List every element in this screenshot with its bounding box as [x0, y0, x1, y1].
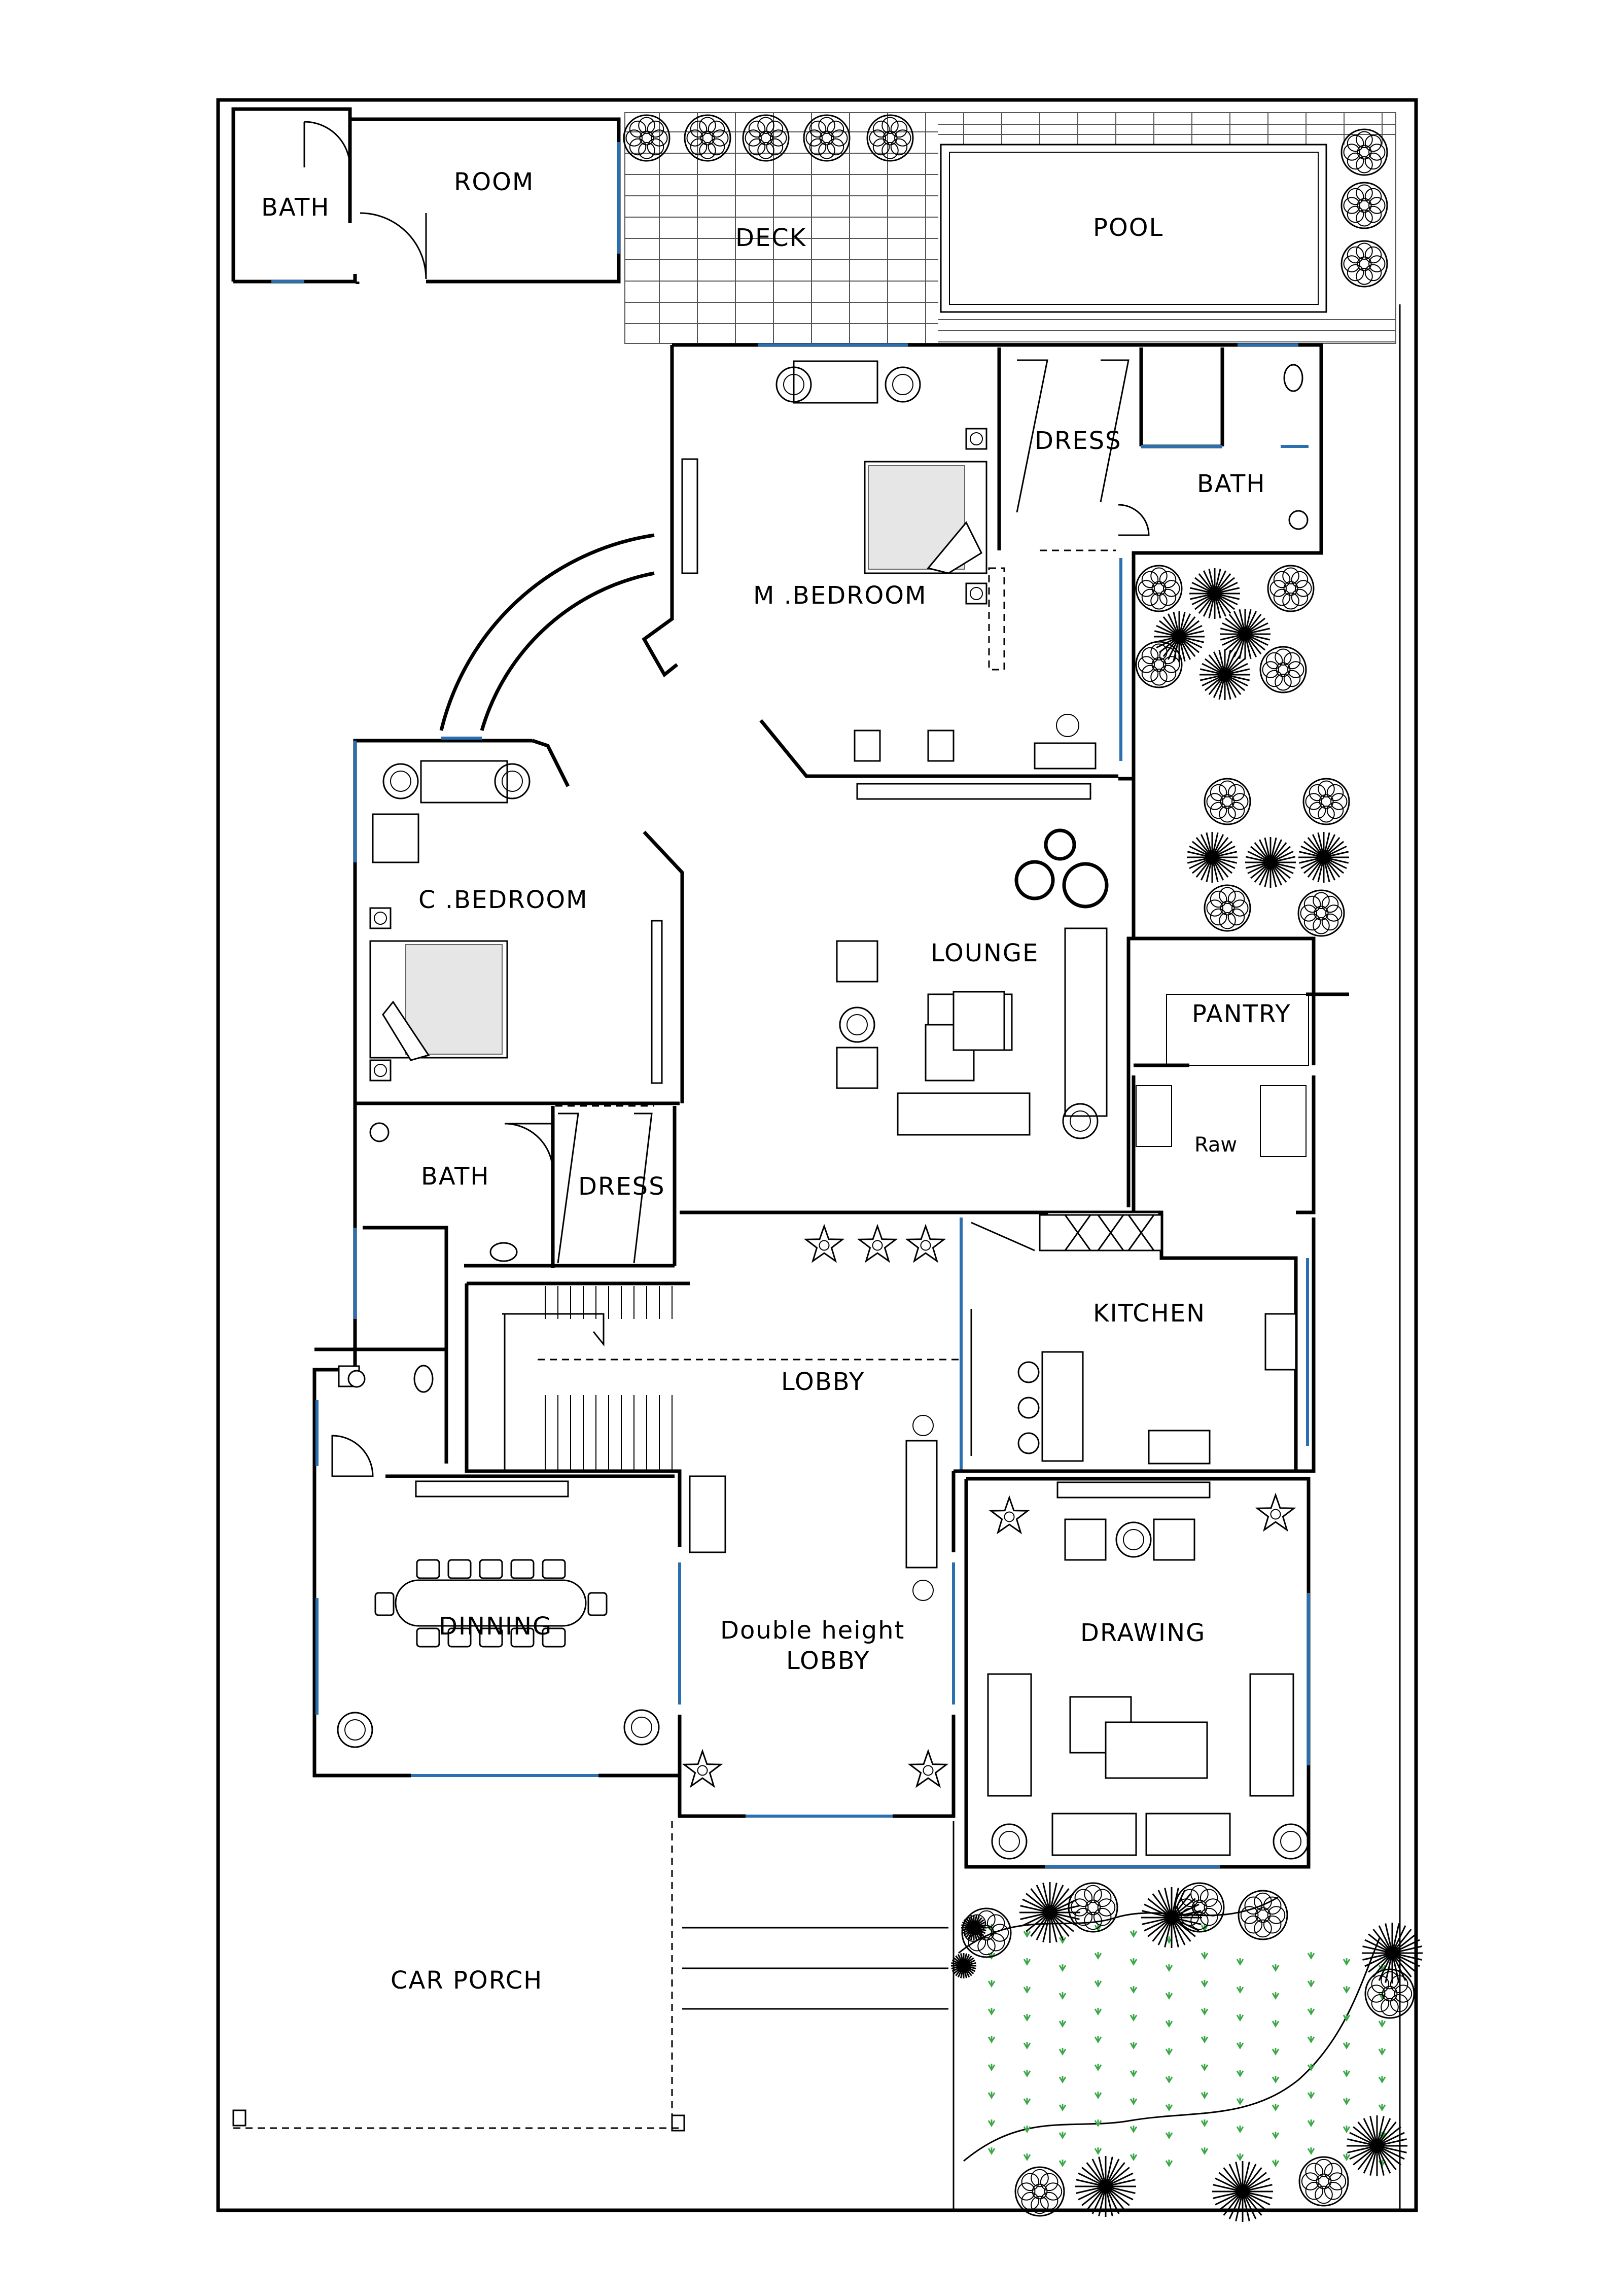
label-pantry: PANTRY — [1192, 1000, 1291, 1028]
stair-lobby-walls — [465, 1281, 972, 1601]
pool — [940, 144, 1327, 313]
label-raw: Raw — [1194, 1133, 1237, 1157]
label-bath-top: BATH — [261, 193, 330, 222]
drawing-walls — [964, 1477, 1311, 1869]
label-kitchen: KITCHEN — [1093, 1299, 1206, 1328]
label-double-height-1: Double height — [720, 1616, 905, 1645]
label-dinning: DINNING — [439, 1612, 552, 1641]
curved-terrace — [439, 533, 655, 731]
lawn — [958, 1896, 1386, 2168]
label-pool: POOL — [1093, 214, 1163, 242]
sanitary-fixtures — [347, 364, 1309, 1393]
label-lobby: LOBBY — [781, 1368, 865, 1396]
child-bed — [369, 907, 508, 1082]
label-dress-master: DRESS — [1035, 427, 1122, 455]
label-deck: DECK — [735, 224, 806, 252]
child-bath-dress-walls — [312, 1103, 677, 1466]
label-master-bedroom: M .BEDROOM — [753, 581, 927, 610]
master-desk — [854, 567, 1097, 770]
dining-table — [374, 1559, 608, 1648]
landscaping — [337, 114, 1423, 2222]
master-bed — [864, 428, 987, 605]
site-boundary — [216, 98, 1418, 2212]
label-bath-master: BATH — [1197, 470, 1265, 498]
kitchen-fixtures — [971, 1214, 1297, 1465]
label-dress-child: DRESS — [578, 1172, 665, 1201]
label-child-bedroom: C .BEDROOM — [418, 886, 588, 914]
label-car-porch: CAR PORCH — [391, 1966, 543, 1995]
label-room: ROOM — [454, 168, 534, 196]
car-porch — [232, 1821, 955, 2210]
sofas — [372, 360, 1294, 1856]
lounge-round-tables — [952, 828, 1109, 1051]
child-bedroom-walls — [353, 737, 684, 1105]
label-bath-child: BATH — [421, 1162, 489, 1191]
label-double-height-2: LOBBY — [786, 1647, 870, 1675]
master-suite-walls — [642, 343, 1323, 800]
label-lounge: LOUNGE — [931, 939, 1039, 967]
double-height-lobby-walls — [678, 1471, 956, 1818]
label-drawing: DRAWING — [1080, 1619, 1206, 1647]
servant-block — [231, 107, 621, 284]
